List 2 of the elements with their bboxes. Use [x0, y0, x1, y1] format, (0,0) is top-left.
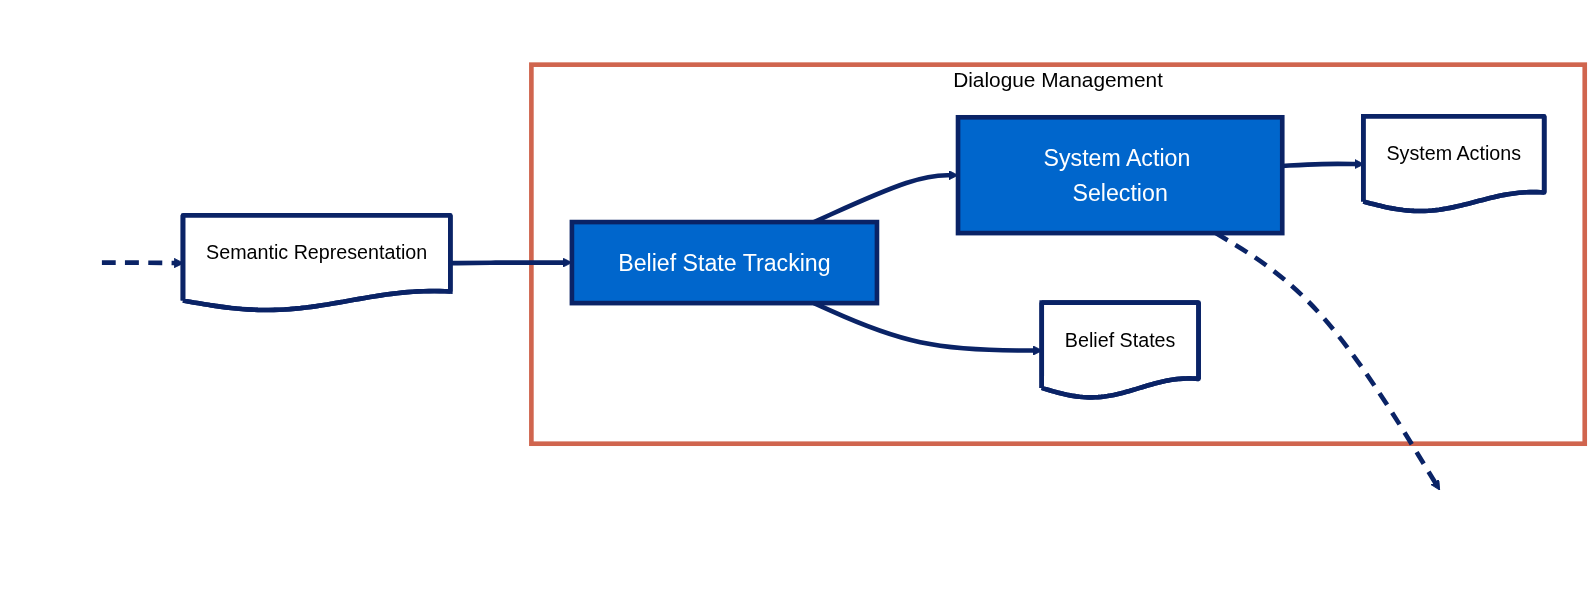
node-box: System Action Selection: [955, 115, 1285, 236]
node-box: Belief State Tracking: [569, 219, 880, 306]
